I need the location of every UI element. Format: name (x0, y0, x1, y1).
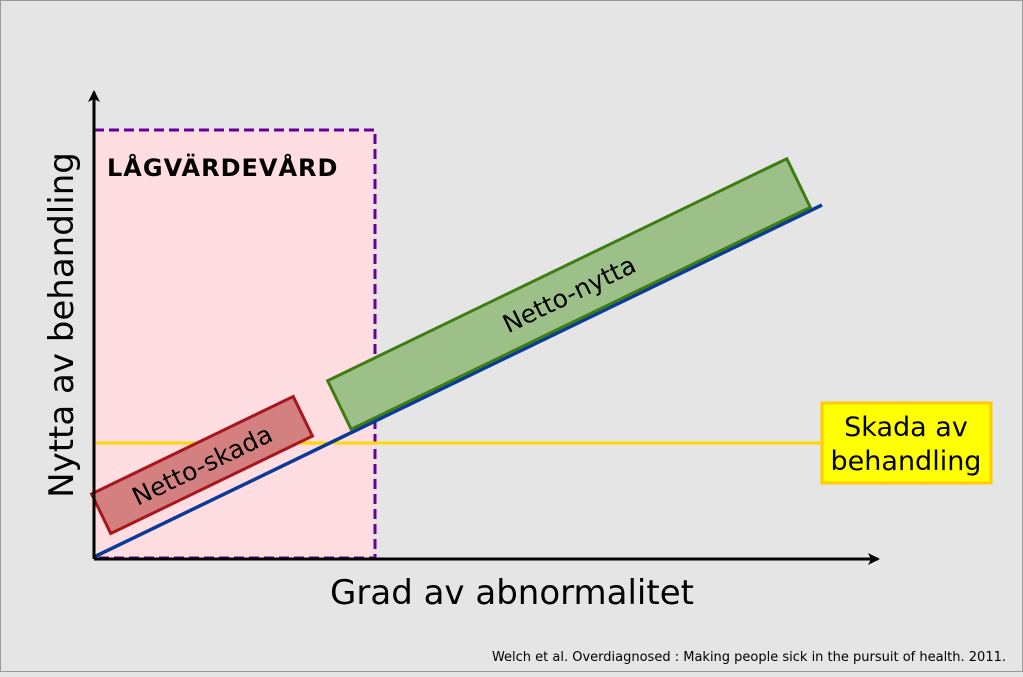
x-axis-label: Grad av abnormalitet (330, 573, 694, 613)
harm-of-treatment-label-line1: Skada av (844, 412, 968, 443)
harm-of-treatment-label-line2: behandling (831, 446, 982, 477)
benefit-of-treatment-line (93, 203, 823, 559)
source-credit: Welch et al. Overdiagnosed : Making peop… (492, 650, 1006, 665)
harm-of-treatment-label-box (820, 401, 993, 485)
low-value-care-label: LÅGVÄRDEVÅRD (107, 153, 338, 182)
y-axis-label: Nytta av behandling (42, 152, 82, 498)
